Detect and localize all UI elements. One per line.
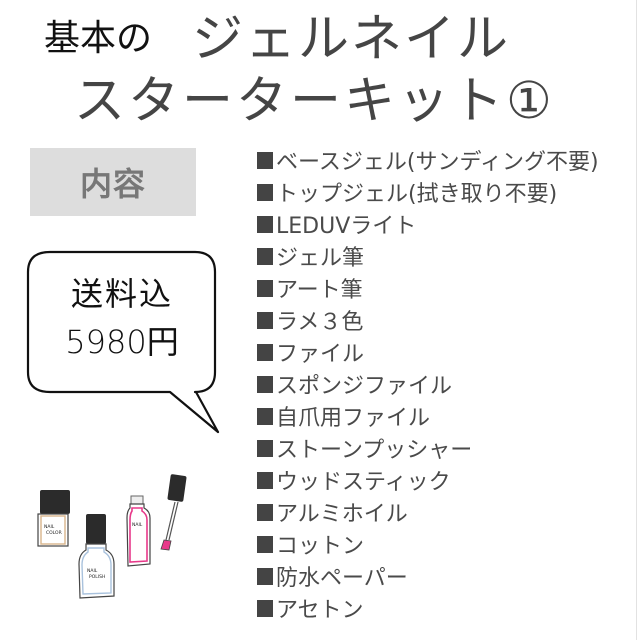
square-bullet-icon <box>257 503 273 521</box>
svg-text:COLOR: COLOR <box>46 530 62 536</box>
square-bullet-icon <box>257 247 273 265</box>
contents-label-box: 内容 <box>30 148 196 216</box>
list-item-label: アート筆 <box>276 278 363 303</box>
list-item: スポンジファイル <box>257 368 599 400</box>
list-item: アルミホイル <box>257 496 599 528</box>
list-item: ストーンプッシャー <box>257 432 599 464</box>
title-main: ジェルネイル <box>192 10 511 69</box>
svg-text:POLISH: POLISH <box>89 574 105 580</box>
svg-text:NAIL: NAIL <box>87 568 98 574</box>
list-item: 自爪用ファイル <box>257 400 599 432</box>
square-bullet-icon <box>257 471 273 489</box>
list-item: ウッドスティック <box>257 464 599 496</box>
square-bullet-icon <box>257 535 273 553</box>
list-item-label: ストーンプッシャー <box>276 438 473 463</box>
list-item: トップジェル(拭き取り不要) <box>257 176 599 208</box>
shipping-included-label: 送料込 <box>70 275 173 313</box>
square-bullet-icon <box>257 375 273 393</box>
right-border <box>636 0 637 640</box>
list-item-label: コットン <box>276 534 365 559</box>
square-bullet-icon <box>257 599 273 617</box>
svg-text:NAIL: NAIL <box>132 522 143 528</box>
nail-polish-bottles-icon: NAIL COLOR NAIL POLISH NAIL <box>37 474 187 599</box>
list-item-label: 防水ペーパー <box>276 566 408 591</box>
list-item: ラメ３色 <box>257 304 599 336</box>
title-prefix: 基本の <box>44 18 153 59</box>
kit-contents-list: ベースジェル(サンディング不要) トップジェル(拭き取り不要) LEDUVライト… <box>257 144 599 624</box>
list-item: アセトン <box>257 592 599 624</box>
list-item: 防水ペーパー <box>257 560 599 592</box>
list-item-label: ラメ３色 <box>276 310 364 335</box>
list-item-label: アセトン <box>276 598 364 623</box>
list-item-label: スポンジファイル <box>276 374 453 399</box>
square-bullet-icon <box>257 215 273 233</box>
list-item: ベースジェル(サンディング不要) <box>257 144 599 176</box>
list-item: コットン <box>257 528 599 560</box>
title-subtitle: スターターキット① <box>74 72 555 131</box>
square-bullet-icon <box>257 183 273 201</box>
list-item: アート筆 <box>257 272 599 304</box>
svg-text:NAIL: NAIL <box>44 524 55 530</box>
speech-bubble-icon <box>26 250 220 434</box>
square-bullet-icon <box>257 151 273 169</box>
list-item: ジェル筆 <box>257 240 599 272</box>
list-item-label: ウッドスティック <box>276 470 451 495</box>
list-item-label: トップジェル(拭き取り不要) <box>276 182 558 207</box>
square-bullet-icon <box>257 279 273 297</box>
contents-label: 内容 <box>79 165 146 203</box>
square-bullet-icon <box>257 567 273 585</box>
square-bullet-icon <box>257 407 273 425</box>
list-item-label: ジェル筆 <box>276 246 365 271</box>
list-item: ファイル <box>257 336 599 368</box>
list-item-label: アルミホイル <box>276 502 408 527</box>
list-item-label: LEDUVライト <box>276 214 417 239</box>
list-item: LEDUVライト <box>257 208 599 240</box>
square-bullet-icon <box>257 311 273 329</box>
list-item-label: ベースジェル(サンディング不要) <box>276 150 599 175</box>
square-bullet-icon <box>257 343 273 361</box>
price-label: 5980円 <box>65 323 179 361</box>
square-bullet-icon <box>257 439 273 457</box>
list-item-label: 自爪用ファイル <box>276 406 431 431</box>
list-item-label: ファイル <box>276 342 365 367</box>
